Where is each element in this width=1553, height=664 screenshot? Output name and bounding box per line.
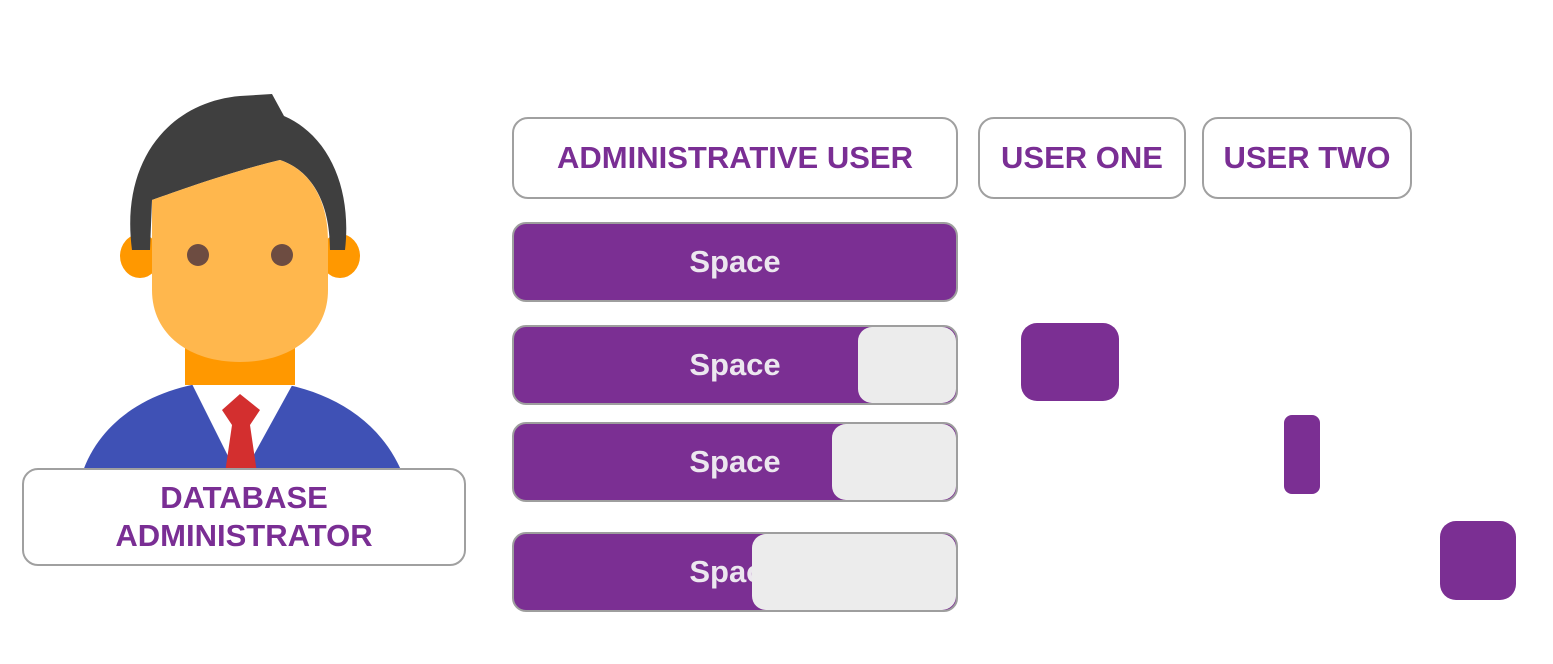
space-bar-2: Space xyxy=(512,325,958,405)
user-two-space-block xyxy=(1284,415,1320,494)
space-bar-1-label: Space xyxy=(689,244,781,279)
user-two-header-text: USER TWO xyxy=(1223,140,1391,175)
user-one-space-block xyxy=(1021,323,1119,401)
right-eye-shape xyxy=(271,244,293,266)
database-administrator-label-line2: ADMINISTRATOR xyxy=(115,518,373,553)
administrative-user-header: ADMINISTRATIVE USER xyxy=(512,117,958,199)
space-bar-3: Space xyxy=(512,422,958,502)
space-bar-4: Space xyxy=(512,532,958,612)
tie-shape xyxy=(222,394,260,480)
face-shape xyxy=(152,160,328,362)
space-bar-2-empty-portion xyxy=(858,327,956,403)
user-two-header: USER TWO xyxy=(1202,117,1412,199)
database-administrator-avatar-icon xyxy=(80,94,405,480)
space-bar-4-empty-portion xyxy=(752,534,956,610)
administrative-user-header-text: ADMINISTRATIVE USER xyxy=(557,140,913,175)
user-one-header-text: USER ONE xyxy=(1001,140,1163,175)
database-administrator-label: DATABASE ADMINISTRATOR xyxy=(22,468,466,566)
database-administrator-label-line1: DATABASE xyxy=(160,480,328,515)
left-eye-shape xyxy=(187,244,209,266)
space-bar-3-label: Space xyxy=(689,444,781,479)
space-bar-3-empty-portion xyxy=(832,424,956,500)
extra-space-block xyxy=(1440,521,1516,600)
user-one-header: USER ONE xyxy=(978,117,1186,199)
space-bar-2-label: Space xyxy=(689,347,781,382)
hair-shape xyxy=(130,94,347,250)
space-bar-1: Space xyxy=(512,222,958,302)
